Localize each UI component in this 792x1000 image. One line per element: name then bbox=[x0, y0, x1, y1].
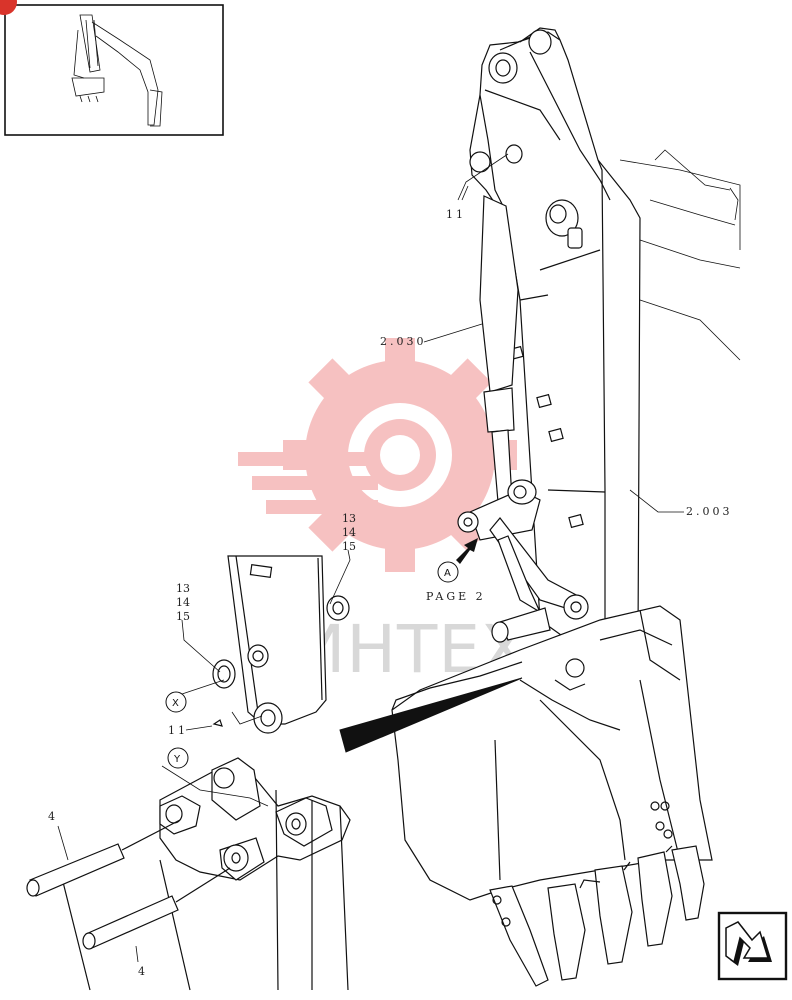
watermark-logo bbox=[238, 338, 517, 572]
thumbnail-badge bbox=[0, 0, 17, 15]
ref-label-15-right: 15 bbox=[342, 540, 356, 553]
next-page-arrow-icon bbox=[725, 921, 772, 966]
ref-label-14-right: 14 bbox=[342, 526, 356, 539]
ref-label-13-right: 13 bbox=[342, 512, 356, 525]
ref-label-4-top: 4 bbox=[48, 810, 55, 823]
ref-label-13-left: 13 bbox=[176, 582, 190, 595]
pin-lower bbox=[82, 867, 231, 950]
callout-x[interactable]: X bbox=[165, 691, 187, 713]
bucket-cylinder bbox=[479, 195, 519, 503]
bucket bbox=[339, 605, 713, 987]
ref-label-4-bottom: 4 bbox=[138, 965, 145, 978]
thumbnail-inset[interactable] bbox=[4, 4, 224, 136]
next-page-button[interactable] bbox=[717, 911, 788, 981]
ref-label-2030: 2.030 bbox=[380, 335, 427, 348]
machine-body bbox=[619, 149, 741, 361]
page-ref-label: PAGE 2 bbox=[426, 590, 486, 603]
bucket-ears-detail bbox=[59, 757, 351, 991]
callout-y[interactable]: Y bbox=[167, 747, 189, 769]
page-ref-arrow-icon bbox=[456, 538, 478, 564]
thumbnail-excavator-arm-icon bbox=[71, 14, 163, 127]
callout-a[interactable]: A bbox=[437, 561, 459, 583]
bucket-linkage bbox=[457, 479, 589, 643]
leader-lines bbox=[57, 153, 684, 963]
svg-text:A: A bbox=[444, 568, 451, 579]
ref-label-2003: 2.003 bbox=[686, 505, 733, 518]
stick-end-detail bbox=[212, 555, 350, 734]
ref-label-15-left: 15 bbox=[176, 610, 190, 623]
svg-text:Y: Y bbox=[173, 754, 181, 765]
ref-label-11-left: 11 bbox=[168, 724, 188, 737]
ref-label-14-left: 14 bbox=[176, 596, 190, 609]
ref-label-11-top: 11 bbox=[446, 208, 466, 221]
svg-text:X: X bbox=[172, 698, 179, 709]
pin-upper bbox=[26, 819, 181, 897]
